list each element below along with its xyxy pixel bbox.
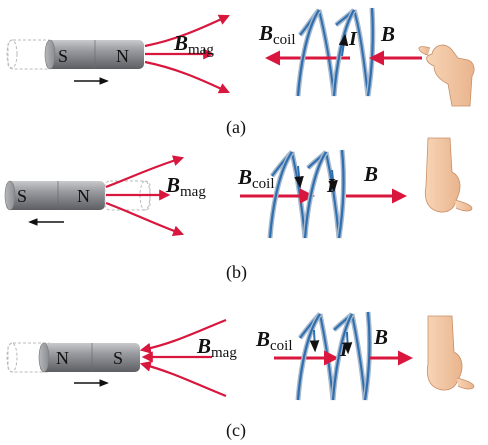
panel-label: (b) xyxy=(226,262,247,283)
current-label: I xyxy=(326,175,336,197)
panel-c: N S Bmag Bcoil I B xyxy=(6,311,475,441)
magnet-right-pole: N xyxy=(116,46,129,66)
b-mag-label: Bmag xyxy=(165,173,206,200)
current-arrow xyxy=(342,331,353,355)
current-label: I xyxy=(339,339,349,361)
current-arrow xyxy=(338,33,349,57)
bar-magnet: S N xyxy=(4,180,105,211)
coil-front xyxy=(295,311,372,401)
right-hand-thumb-left-icon xyxy=(418,44,475,107)
magnet-field-lines xyxy=(144,14,230,94)
magnet-left-pole: N xyxy=(56,348,69,368)
b-field-label: B xyxy=(380,22,395,46)
current-label: I xyxy=(348,28,358,50)
b-coil-label: Bcoil xyxy=(255,327,293,354)
b-mag-label: Bmag xyxy=(196,334,237,361)
b-field-label: B xyxy=(363,162,378,186)
b-coil-label: Bcoil xyxy=(237,165,275,192)
magnet-field-lines xyxy=(105,155,185,237)
panel-a: S N Bmag Bcoil I B xyxy=(6,7,475,138)
panel-label: (c) xyxy=(226,420,246,441)
magnet-left-pole: S xyxy=(17,186,27,206)
bar-magnet: N S xyxy=(38,342,140,373)
b-coil-label: Bcoil xyxy=(258,21,296,48)
magnet-right-pole: S xyxy=(113,348,123,368)
panel-label: (a) xyxy=(226,117,246,138)
bar-magnet: S N xyxy=(44,39,144,70)
b-mag-label: Bmag xyxy=(173,31,214,58)
right-hand-thumb-right-icon xyxy=(426,315,475,391)
current-arrow xyxy=(294,165,304,189)
coil-front xyxy=(267,149,346,239)
magnet-field-lines xyxy=(139,318,227,398)
current-arrow xyxy=(309,329,320,353)
magnet-right-pole: N xyxy=(77,186,90,206)
right-hand-thumb-right-icon xyxy=(424,137,473,213)
magnet-left-pole: S xyxy=(58,46,68,66)
coil-front xyxy=(295,7,376,97)
current-arrow xyxy=(328,169,338,193)
panel-b: S N Bmag xyxy=(4,137,473,283)
b-field-label: B xyxy=(373,325,388,349)
